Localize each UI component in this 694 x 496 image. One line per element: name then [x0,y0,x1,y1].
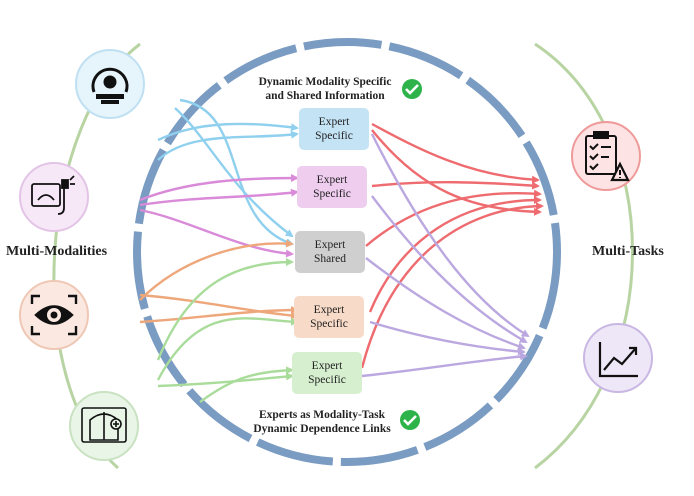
expert-label: Expert Shared [314,239,346,265]
modality-ultrasound [19,162,89,232]
trend-chart-icon [598,342,638,378]
expert-box-specific-3: Expert Specific [294,296,364,338]
clipboard-checklist-warning-icon [585,131,630,182]
task-diagnosis [571,121,641,191]
expert-ring [133,38,561,466]
expert-box-specific-1: Expert Specific [299,108,369,150]
tasks-label: Multi-Tasks [592,244,664,259]
bottom-note: Experts as Modality-Task Dynamic Depende… [246,408,398,436]
top-check-icon [402,79,422,99]
task-arc [534,42,634,470]
modality-eye [19,280,89,350]
task-regression [583,323,653,393]
ct-scanner-icon [91,67,129,104]
expert-box-specific-4: Expert Specific [292,352,362,394]
ultrasound-probe-icon [31,175,75,215]
top-note: Dynamic Modality Specific and Shared Inf… [250,75,400,103]
expert-label: Expert Specific [310,304,348,330]
bottom-note-line2: Dynamic Dependence Links [253,423,391,435]
top-note-line2: and Shared Information [265,90,385,102]
modality-xray [69,391,139,461]
expert-label: Expert Specific [308,360,346,386]
modalities-label: Multi-Modalities [6,244,108,259]
expert-label: Expert Specific [315,116,353,142]
expert-box-specific-2: Expert Specific [297,166,367,208]
eye-scan-icon [30,294,78,336]
bottom-note-line1: Experts as Modality-Task [258,409,386,421]
top-note-line1: Dynamic Modality Specific [258,76,392,88]
modality-ct [75,49,145,119]
expert-box-shared: Expert Shared [295,231,365,273]
xray-chest-icon [81,407,127,443]
bottom-check-icon [400,410,420,430]
expert-label: Expert Specific [313,174,351,200]
task-links [360,122,544,378]
modality-links [139,98,299,403]
